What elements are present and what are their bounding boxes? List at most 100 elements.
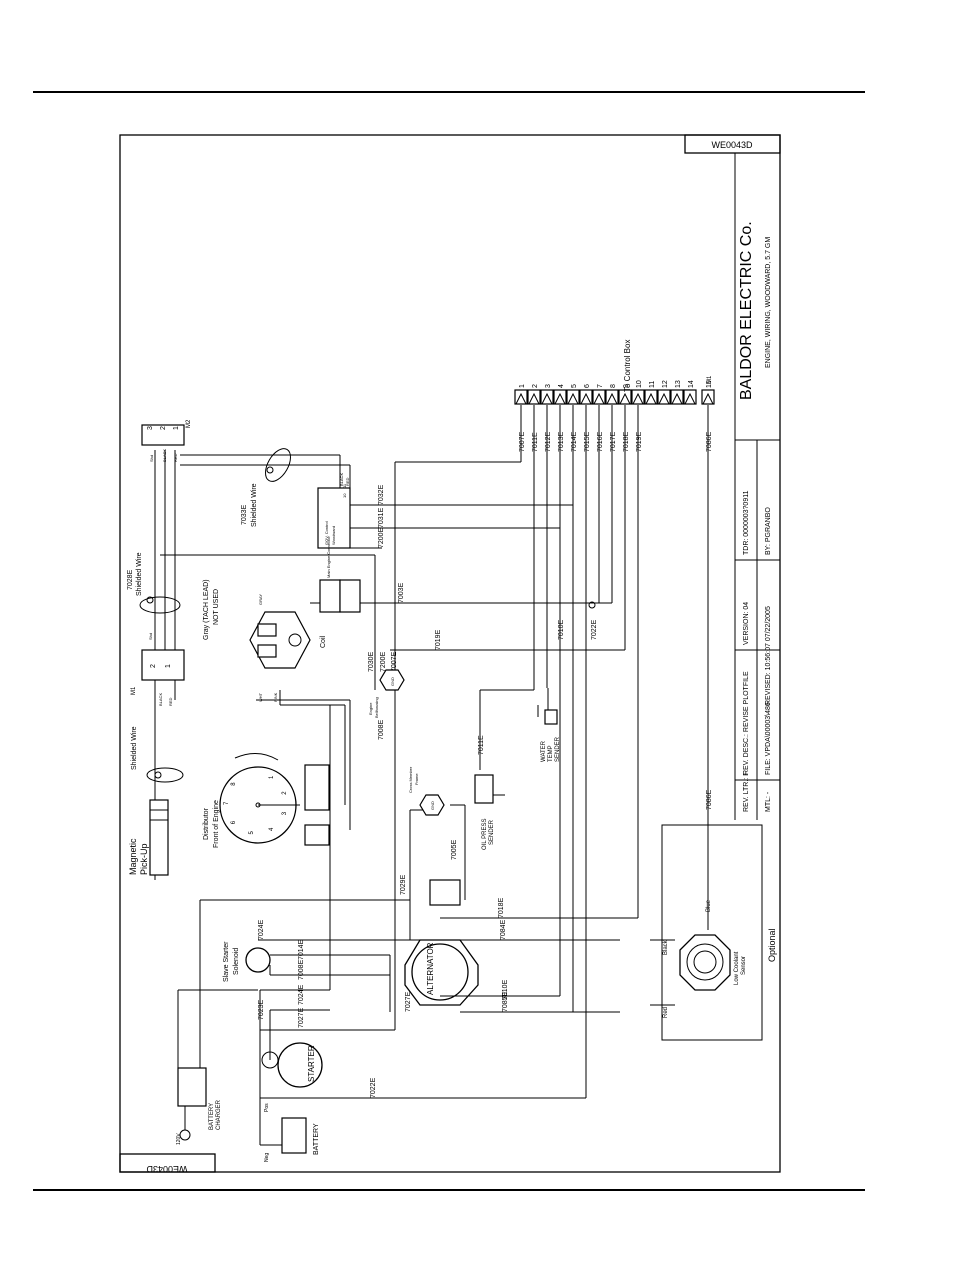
distributor-number-5: 5	[249, 831, 255, 835]
terminal-number-3: 3	[545, 384, 552, 388]
terminal-number-7: 7	[597, 384, 604, 388]
terminal-number-10: 10	[636, 380, 643, 388]
terminal-arrow-13	[671, 392, 683, 405]
distributor-number-1: 1	[269, 775, 275, 779]
drawing-number-bottom: WE0043D	[146, 1164, 188, 1174]
m2-plug: 3 2 1 M2 Shd BLACK RED	[141, 419, 192, 462]
m2-pin-3: 3	[147, 426, 154, 430]
m1-strip-label: M1	[707, 375, 713, 384]
terminal-arrow-14	[684, 392, 696, 405]
wire-label-15: 7018E	[498, 897, 505, 918]
terminal-arrow-1	[515, 392, 527, 405]
terminal-wire-4: 7013E	[558, 431, 565, 452]
terminal-number-2: 2	[532, 384, 539, 388]
shield-ellipse-mid	[139, 596, 181, 614]
wire-label-13: 7005E	[451, 839, 458, 860]
coil: Coil GRAY WHT PINK	[249, 594, 327, 702]
m1-wire-red: RED	[168, 697, 173, 706]
rev-ltr-label: REV. LTR.: F	[743, 772, 750, 812]
gov-wire-red: RED	[345, 477, 350, 486]
terminal-number-5: 5	[571, 384, 578, 388]
revised-label: REVISED: 10:56:07 07/22/2005	[765, 606, 772, 705]
battery-charger-label-2: CHARGER	[216, 1099, 222, 1130]
m2-wire-red: RED	[173, 453, 178, 462]
terminal-arrow-9	[619, 392, 631, 405]
cross-member-label-1: Cross Member	[408, 766, 413, 793]
terminal-number-11: 11	[649, 381, 656, 388]
terminal-number-8: 8	[610, 384, 617, 388]
wire-label-16: 7024E	[258, 919, 265, 940]
distributor-number-7: 7	[224, 801, 230, 805]
starter: STARTER	[261, 1042, 323, 1088]
tach-lead-label-2: NOT USED	[213, 589, 220, 625]
m1-plug: 2 1 M1 Shd BLACK RED	[131, 633, 185, 706]
battery-pos-label: Pos	[264, 1103, 270, 1112]
wire-label-24: 7010E	[502, 979, 509, 1000]
drawing-number-box-bottom	[119, 1153, 216, 1173]
low-coolant-wire-red: Red	[663, 1007, 669, 1018]
terminal-arrow-7	[593, 392, 605, 405]
oil-press-sender: OIL PRESS SENDER	[474, 774, 505, 850]
wire-label-26: 7022E	[370, 1077, 377, 1098]
m1-wire-black: BLACK	[158, 693, 163, 706]
terminal-number-6: 6	[584, 384, 591, 388]
drawing-description: ENGINE, WIRING, WOODWARD, 5.7 GM	[765, 237, 772, 368]
optional-label: Optional	[767, 928, 777, 962]
shielded-wire-bottom-label: Shielded Wire	[131, 726, 138, 770]
terminal-wire-9: 7018E	[623, 431, 630, 452]
slave-starter-label-1: Slave Starter	[223, 941, 230, 982]
water-temp-sender: WATER TEMP SENDER	[537, 705, 561, 762]
alternator-label: ALTERNATOR	[426, 942, 435, 995]
battery-charger: BATTERY CHARGER 120V	[176, 1067, 222, 1145]
wire-label-1: 7032E	[378, 484, 385, 505]
terminal-number-13: 13	[675, 380, 682, 388]
wire-label-6: 7200E	[380, 651, 387, 672]
file-label: FILE: VPDA\00003\486	[765, 702, 772, 775]
terminal-arrow-6	[580, 392, 592, 405]
gov-control-label-2: Woodward	[331, 526, 336, 545]
wire-label-25: 7085E	[502, 991, 509, 1012]
shielded-wire-mid-id: 7028E	[127, 569, 134, 590]
cross-member-label-2: Frame	[414, 773, 419, 785]
distributor-number-3: 3	[282, 811, 288, 815]
junction-2	[146, 596, 154, 604]
gov-wire-black: BLACK	[339, 473, 344, 486]
shielded-wire-top-label: Shielded Wire	[251, 483, 258, 527]
main-engine-connector-label: Main Engine Connector	[326, 536, 331, 578]
terminal-wire-3: 7012E	[545, 431, 552, 452]
water-temp-label-2: TEMP	[548, 745, 554, 762]
terminal-number-14: 14	[688, 380, 695, 388]
drawing-number-top: WE0043D	[711, 140, 753, 150]
wire-label-22: 7024E	[298, 984, 305, 1005]
terminal-number-15: 15	[706, 380, 713, 388]
to-control-box-label: To Control Box	[623, 340, 632, 392]
battery-label: BATTERY	[313, 1123, 320, 1155]
terminal-arrow-5	[567, 392, 579, 405]
wire-label-9: 7008E	[378, 719, 385, 740]
terminal-number-1: 1	[519, 384, 526, 388]
terminal-arrow-10	[632, 392, 644, 405]
junction-3	[154, 771, 162, 779]
distributor-label-1: Distributor	[203, 807, 210, 840]
distributor-number-4: 4	[269, 827, 275, 831]
terminal-number-12: 12	[662, 380, 669, 388]
oil-press-label-2: SENDER	[489, 819, 495, 845]
shield-ellipse-bottom	[146, 767, 184, 783]
wire-label-7: 7007E	[391, 651, 398, 672]
terminal-arrow-11	[645, 392, 657, 405]
wire-label-3: 7200E	[378, 527, 385, 548]
shielded-wire-top-id: 7033E	[241, 504, 248, 525]
terminal-wire-5: 7014E	[571, 431, 578, 452]
wire-label-8: 7019E	[435, 629, 442, 650]
slave-starter-label-2: Solenoid	[233, 948, 240, 975]
wire-label-12: 7011E	[478, 735, 485, 755]
battery-charger-voltage: 120V	[176, 1133, 182, 1145]
by-label: BY: PGRANBO	[765, 507, 772, 555]
wire-label-14: 7029E	[400, 874, 407, 895]
gov-control-label-1: GOV. Control	[324, 521, 329, 545]
wire-label-21: 7027E	[298, 1007, 305, 1028]
